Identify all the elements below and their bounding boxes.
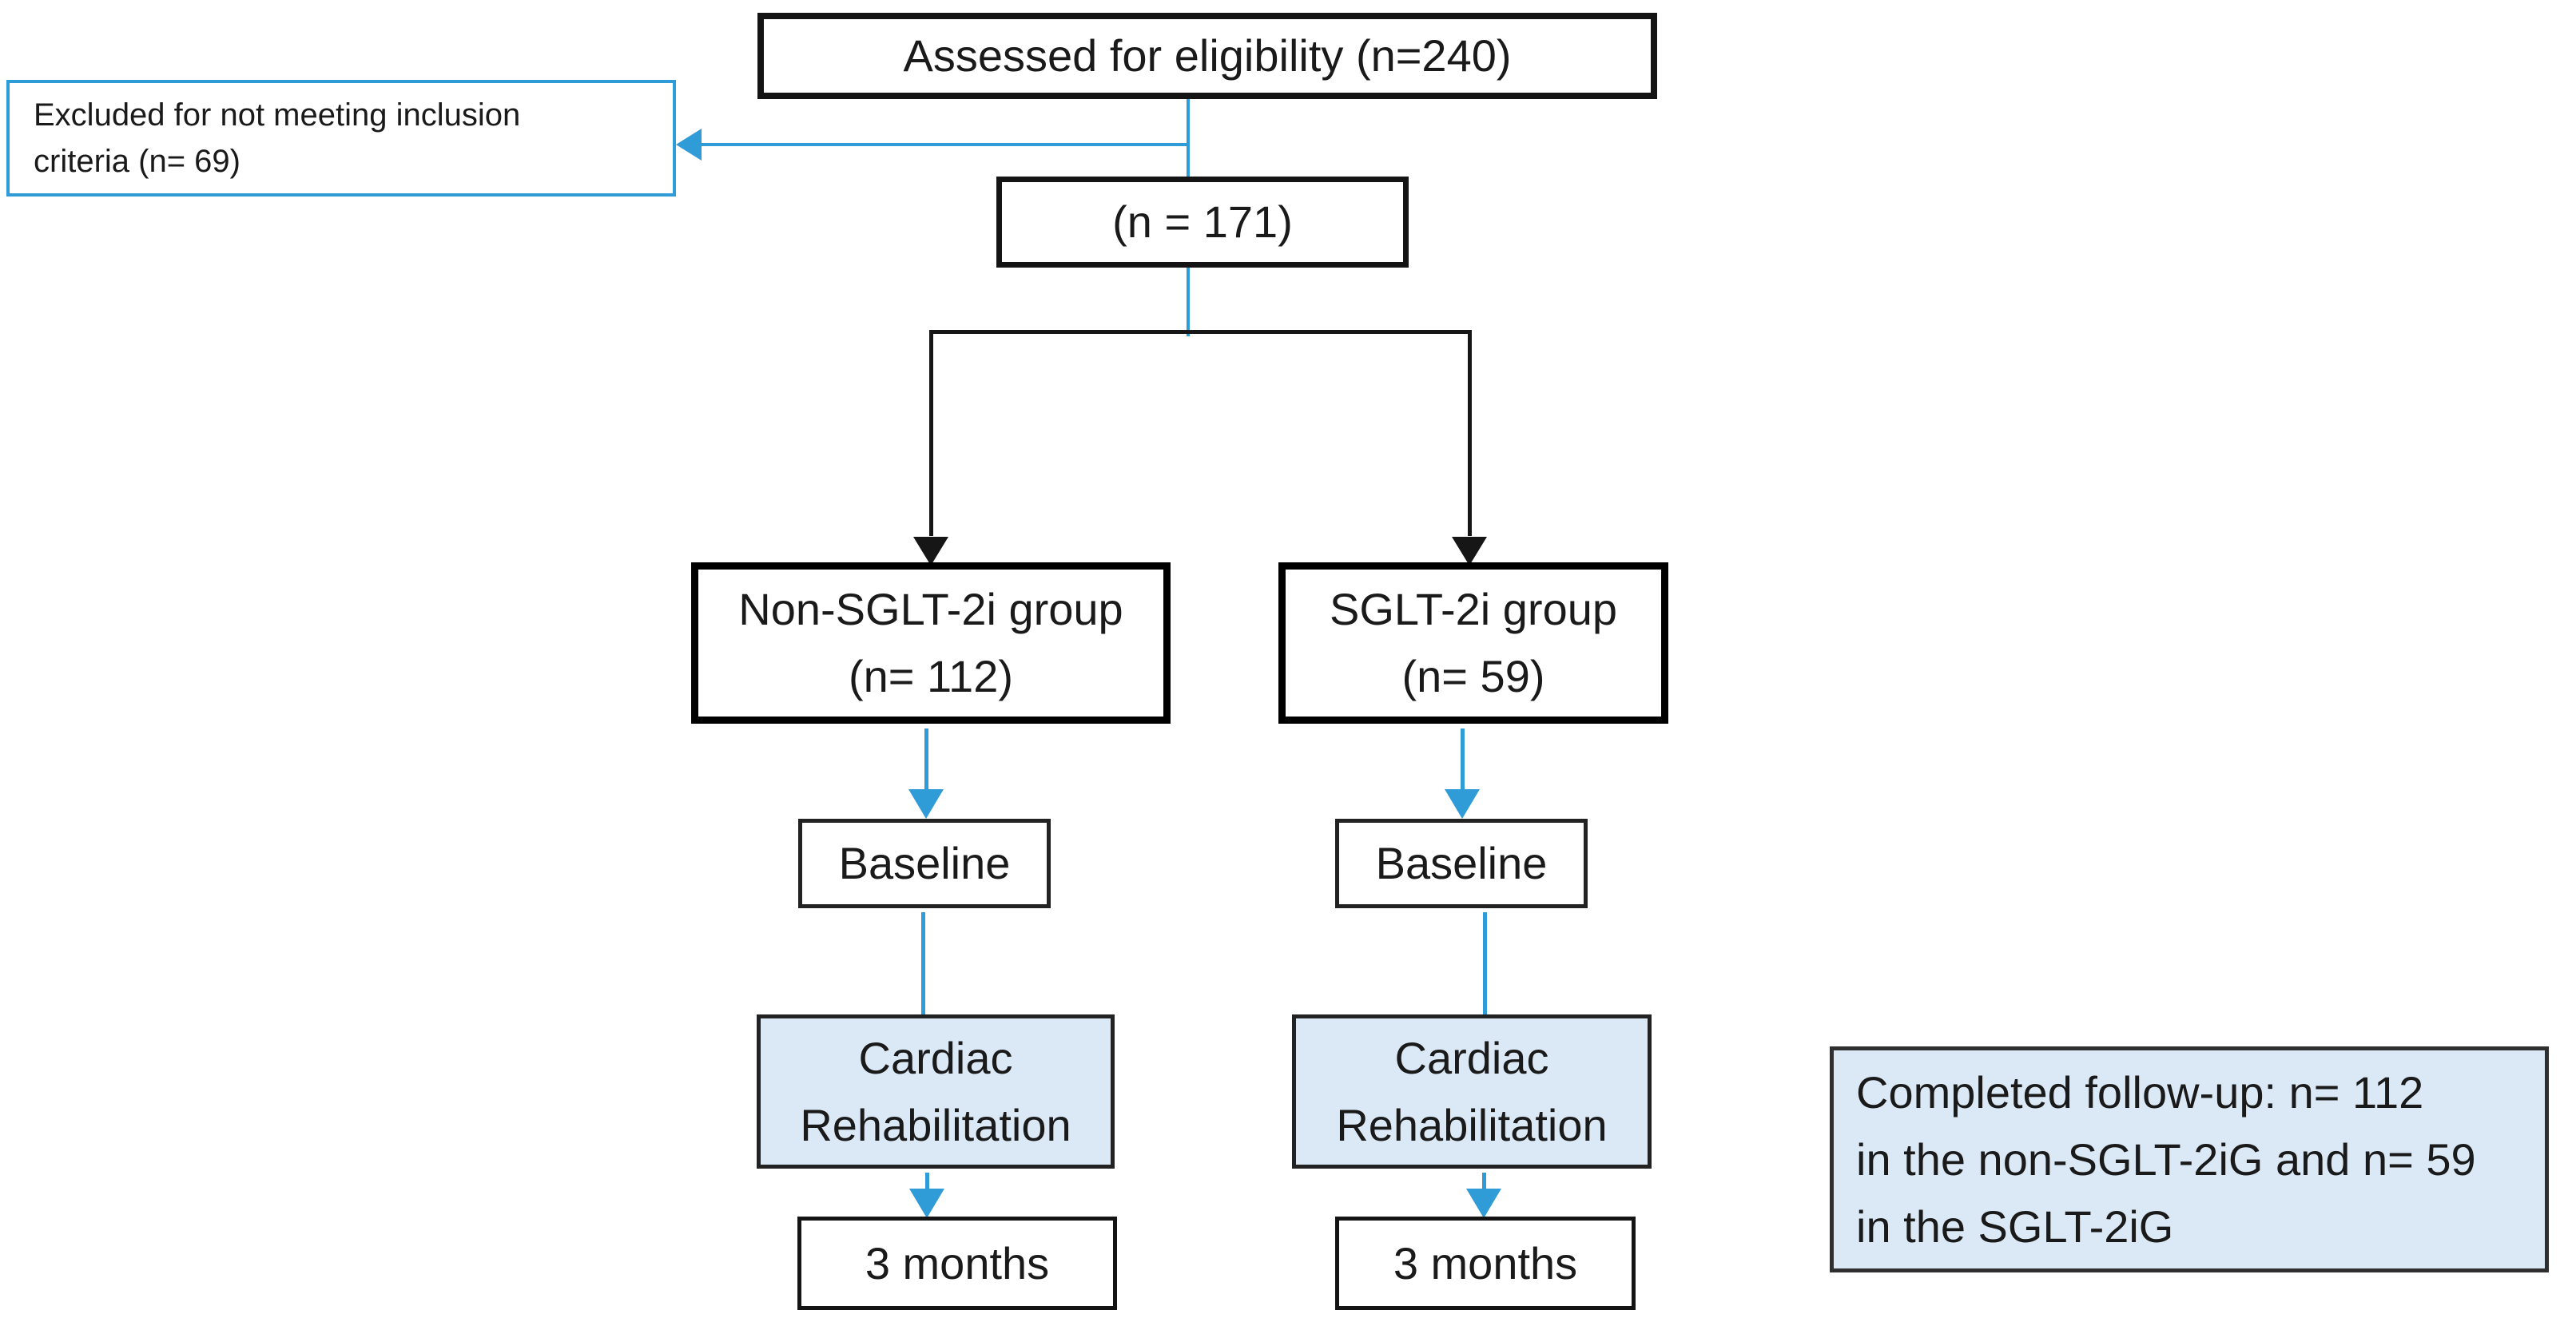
cardiac-right-line1: Cardiac [1394,1032,1549,1083]
three-months-box-right: 3 months [1335,1217,1636,1310]
cardiac-rehabilitation-box-left: Cardiac Rehabilitation [757,1014,1115,1169]
connector-baseline-to-cardiac-right [1483,912,1487,1014]
group-right-line1: SGLT-2i group [1329,584,1618,634]
arrowhead-down-icon [1445,789,1480,819]
completed-line1: Completed follow-up: n= 112 [1856,1066,2424,1118]
connector-eligible-to-branch [1187,268,1190,336]
months-right-label: 3 months [1393,1237,1578,1288]
arrowhead-down-icon [913,537,948,566]
three-months-box-left: 3 months [797,1217,1117,1310]
cardiac-right-line2: Rehabilitation [1336,1099,1608,1150]
group-left-line2: (n= 112) [849,651,1013,701]
arrowhead-down-icon [908,789,944,819]
eligible-label: (n = 171) [1112,197,1293,247]
connector-assessed-to-eligible [1187,99,1190,177]
completed-line3: in the SGLT-2iG [1856,1201,2174,1252]
group-left-line1: Non-SGLT-2i group [738,584,1123,634]
branch-vertical-left [929,330,933,536]
months-left-label: 3 months [865,1237,1050,1288]
excluded-line2: criteria (n= 69) [34,144,241,179]
assessed-label: Assessed for eligibility (n=240) [903,30,1512,81]
branch-vertical-right [1468,330,1472,536]
excluded-line1: Excluded for not meeting inclusion [34,97,521,133]
connector-group-to-baseline-right [1461,728,1465,791]
cardiac-left-line1: Cardiac [858,1032,1013,1083]
baseline-box-left: Baseline [798,819,1051,908]
connector-cardiac-to-months-right [1482,1173,1486,1190]
connector-to-excluded [700,143,1188,146]
connector-cardiac-to-months-left [925,1173,929,1190]
excluded-box: Excluded for not meeting inclusion crite… [6,80,676,197]
cardiac-left-line2: Rehabilitation [800,1099,1071,1150]
arrowhead-down-icon [1466,1189,1501,1218]
baseline-box-right: Baseline [1335,819,1588,908]
connector-baseline-to-cardiac-left [921,912,925,1014]
arrowhead-left-icon [676,129,702,161]
completed-line2: in the non-SGLT-2iG and n= 59 [1856,1133,2476,1185]
cardiac-rehabilitation-box-right: Cardiac Rehabilitation [1292,1014,1652,1169]
branch-horizontal-line [929,330,1472,334]
eligible-count-box: (n = 171) [996,177,1409,268]
assessed-for-eligibility-box: Assessed for eligibility (n=240) [757,13,1657,99]
non-sglt-2i-group-box: Non-SGLT-2i group (n= 112) [691,562,1171,724]
connector-group-to-baseline-left [924,728,928,791]
sglt-2i-group-box: SGLT-2i group (n= 59) [1278,562,1668,724]
arrowhead-down-icon [1452,537,1487,566]
arrowhead-down-icon [909,1189,944,1218]
completed-followup-box: Completed follow-up: n= 112 in the non-S… [1830,1046,2549,1272]
baseline-right-label: Baseline [1375,838,1548,888]
baseline-left-label: Baseline [838,838,1011,888]
group-right-line2: (n= 59) [1401,651,1545,701]
